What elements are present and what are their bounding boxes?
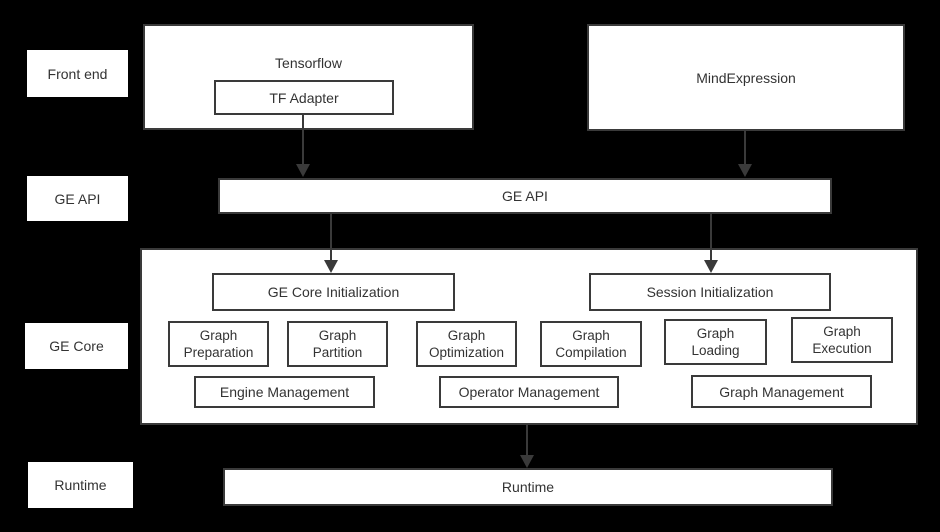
arrow-ge-api-to-ge-core-initialization <box>324 214 338 273</box>
arrow-tf-adapter-to-ge-api <box>296 115 310 177</box>
arrow-ge-core-to-runtime <box>520 425 534 468</box>
graph-management-box: Graph Management <box>691 375 872 408</box>
session-initialization-box: Session Initialization <box>589 273 831 311</box>
tf-adapter-label: TF Adapter <box>269 89 339 106</box>
ge-core-initialization-label: GE Core Initialization <box>267 284 400 300</box>
engine-management-box: Engine Management <box>194 376 375 408</box>
arrow-line <box>302 115 304 166</box>
runtime-bar-label: Runtime <box>501 479 555 495</box>
arrow-mindexpression-to-ge-api <box>738 131 752 177</box>
arrow-ge-api-to-session-initialization <box>704 214 718 273</box>
layer-label-ge-core: GE Core <box>25 323 128 369</box>
mindexpression-box: MindExpression <box>587 24 905 131</box>
arrow-head-icon <box>324 260 338 273</box>
arrow-head-icon <box>704 260 718 273</box>
graph-execution-box: Graph Execution <box>791 317 893 363</box>
arrow-line <box>330 214 332 262</box>
ge-api-bar-label: GE API <box>502 188 548 204</box>
arrow-head-icon <box>520 455 534 468</box>
graph-optimization-box: Graph Optimization <box>416 321 517 367</box>
arrow-line <box>710 214 712 262</box>
arrow-line <box>526 425 528 457</box>
arrow-line <box>744 131 746 166</box>
arrow-head-icon <box>296 164 310 177</box>
arrow-head-icon <box>738 164 752 177</box>
layer-label-runtime: Runtime <box>28 462 133 508</box>
graph-partition-box: Graph Partition <box>287 321 388 367</box>
ge-core-initialization-box: GE Core Initialization <box>212 273 455 311</box>
ge-api-bar: GE API <box>218 178 832 214</box>
layer-label-ge-api: GE API <box>27 176 128 221</box>
mindexpression-label: MindExpression <box>696 69 796 86</box>
layer-label-front-end: Front end <box>27 50 128 97</box>
tensorflow-label: Tensorflow <box>275 55 342 71</box>
runtime-bar: Runtime <box>223 468 833 506</box>
graph-preparation-box: Graph Preparation <box>168 321 269 367</box>
graph-compilation-box: Graph Compilation <box>540 321 642 367</box>
operator-management-box: Operator Management <box>439 376 619 408</box>
tf-adapter-box: TF Adapter <box>214 80 394 115</box>
graph-loading-box: Graph Loading <box>664 319 767 365</box>
session-initialization-label: Session Initialization <box>646 284 774 300</box>
